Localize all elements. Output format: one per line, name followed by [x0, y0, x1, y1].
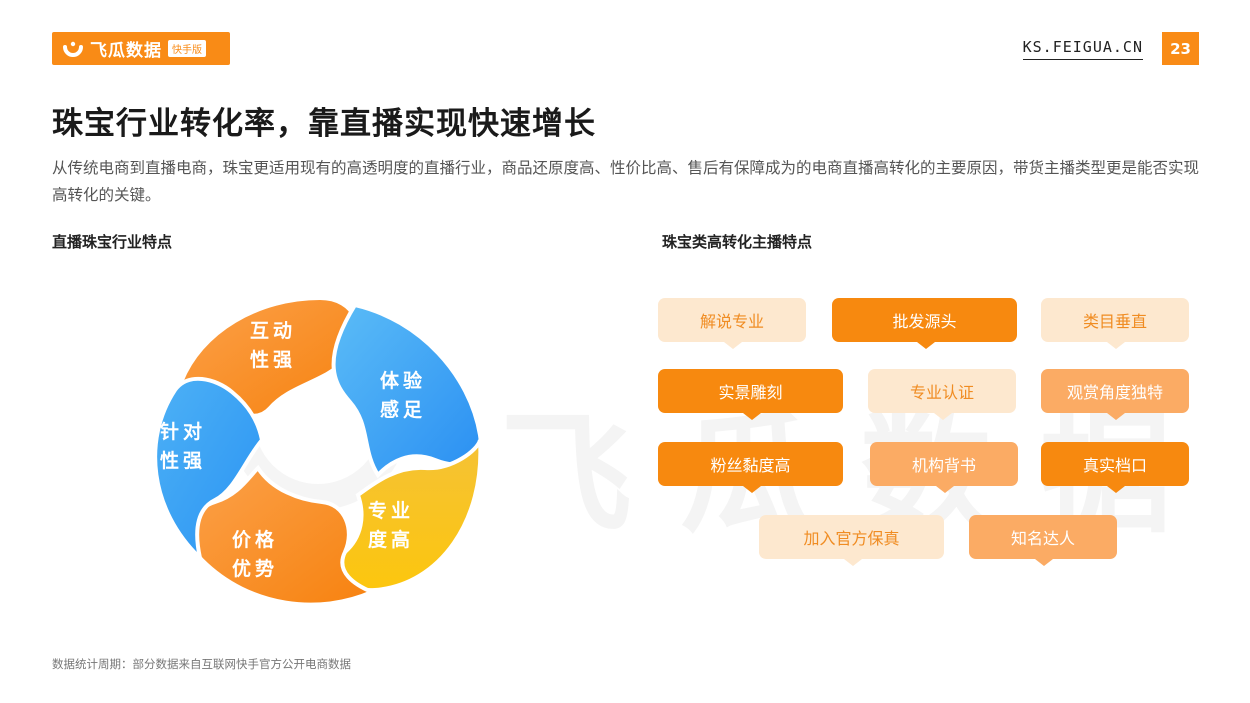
- tag-official-authenticity: 加入官方保真: [759, 515, 944, 566]
- logo-text: 飞瓜数据: [90, 41, 162, 61]
- segment-label-interactive: 互动性强: [250, 320, 297, 371]
- brand-logo[interactable]: 飞瓜数据 快手版: [52, 32, 230, 65]
- tag-real-stall: 真实档口: [1041, 442, 1189, 493]
- tag-famous-influencer: 知名达人: [969, 515, 1117, 566]
- left-section-heading: 直播珠宝行业特点: [52, 233, 173, 251]
- segment-label-targeted: 针对性强: [160, 421, 207, 472]
- page-number: 23: [1162, 32, 1199, 65]
- segment-targeted: [153, 376, 265, 564]
- tag-wholesale-source: 批发源头: [832, 298, 1017, 349]
- segment-label-experience: 体验感足: [380, 370, 427, 421]
- segment-professional: [334, 439, 483, 593]
- feigua-logo-icon: [63, 41, 83, 57]
- tag-high-fan-loyalty: 粉丝黏度高: [658, 442, 843, 493]
- tag-professional-certification: 专业认证: [868, 369, 1016, 420]
- feature-cycle-diagram: 互动性强 体验感足 专业度高 价格优势 针对性强: [140, 290, 490, 615]
- tag-unique-viewing-angle: 观赏角度独特: [1041, 369, 1189, 420]
- segment-label-professional: 专业度高: [368, 500, 415, 551]
- data-source-footnote: 数据统计周期：部分数据来自互联网快手官方公开电商数据: [52, 657, 351, 671]
- segment-price: [187, 464, 378, 607]
- logo-badge: 快手版: [168, 40, 206, 57]
- cycle-shapes: [153, 295, 483, 607]
- site-url[interactable]: KS.FEIGUA.CN: [1022, 38, 1143, 60]
- page-description: 从传统电商到直播电商，珠宝更适用现有的高透明度的直播行业，商品还原度高、性价比高…: [52, 159, 1200, 204]
- segment-label-price: 价格优势: [232, 529, 279, 580]
- tag-explain-professional: 解说专业: [658, 298, 806, 349]
- tag-agency-endorsement: 机构背书: [870, 442, 1018, 493]
- tag-vertical-category: 类目垂直: [1041, 298, 1189, 349]
- right-section-heading: 珠宝类高转化主播特点: [662, 233, 813, 251]
- segment-experience: [331, 302, 483, 479]
- tag-live-carving: 实景雕刻: [658, 369, 843, 420]
- page-title: 珠宝行业转化率，靠直播实现快速增长: [52, 106, 596, 142]
